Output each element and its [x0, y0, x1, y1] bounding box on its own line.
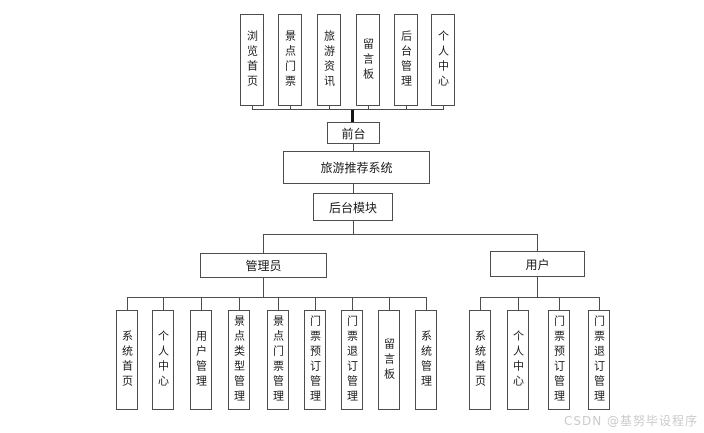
connector — [252, 106, 253, 110]
connector — [290, 106, 291, 110]
node-admin-personal-center: 个人中心 — [152, 310, 174, 410]
connector — [537, 277, 538, 298]
node-label: 浏览首页 — [245, 30, 259, 90]
connector — [163, 298, 164, 310]
connector — [406, 106, 407, 110]
node-label: 留言板 — [382, 337, 396, 383]
node-admin-system-manage: 系统管理 — [415, 310, 437, 410]
connector — [239, 298, 240, 310]
connector — [518, 298, 519, 310]
connector — [278, 298, 279, 310]
connector — [426, 298, 427, 310]
node-label: 门票预订管理 — [308, 315, 322, 405]
connector — [368, 106, 369, 110]
connector — [315, 298, 316, 310]
connector — [329, 106, 330, 110]
node-admin-ticket-cancel-manage: 门票退订管理 — [341, 310, 363, 410]
node-label: 个人中心 — [156, 330, 170, 390]
node-user-ticket-booking-manage: 门票预订管理 — [548, 310, 570, 410]
connector — [351, 110, 354, 122]
node-label: 景点类型管理 — [232, 315, 246, 405]
connector — [599, 298, 600, 310]
connector — [480, 298, 481, 310]
connector — [353, 221, 354, 234]
connector — [352, 298, 353, 310]
node-root-system: 旅游推荐系统 — [283, 151, 430, 184]
node-message-board: 留言板 — [356, 14, 380, 106]
node-admin: 管理员 — [200, 253, 327, 278]
node-browse-home: 浏览首页 — [240, 14, 264, 106]
connector — [263, 278, 264, 298]
connector — [389, 298, 390, 310]
node-admin-user-manage: 用户管理 — [190, 310, 212, 410]
node-label: 前台 — [341, 126, 366, 141]
node-label: 个人中心 — [436, 30, 450, 90]
node-label: 个人中心 — [511, 330, 525, 390]
connector — [127, 298, 128, 310]
connector-bus — [263, 234, 538, 235]
node-scenic-tickets: 景点门票 — [278, 14, 302, 106]
node-label: 后台管理 — [399, 30, 413, 90]
node-admin-scenic-ticket-manage: 景点门票管理 — [267, 310, 289, 410]
node-user-ticket-cancel-manage: 门票退订管理 — [588, 310, 610, 410]
node-label: 门票预订管理 — [552, 315, 566, 405]
connector-bus — [127, 297, 427, 298]
node-front: 前台 — [327, 122, 380, 144]
connector — [263, 235, 264, 253]
node-label: 用户管理 — [194, 330, 208, 390]
node-travel-info: 旅游资讯 — [317, 14, 341, 106]
connector-bus — [252, 109, 444, 110]
node-label: 留言板 — [361, 37, 375, 83]
node-label: 系统管理 — [419, 330, 433, 390]
node-admin-message-board: 留言板 — [378, 310, 400, 410]
connector — [559, 298, 560, 310]
node-admin-home: 系统首页 — [116, 310, 138, 410]
node-label: 门票退订管理 — [345, 315, 359, 405]
connector — [353, 144, 354, 151]
node-label: 管理员 — [245, 259, 282, 273]
node-label: 系统首页 — [120, 330, 134, 390]
node-backend-module: 后台模块 — [313, 193, 393, 221]
node-label: 旅游推荐系统 — [320, 161, 393, 175]
node-personal-center: 个人中心 — [431, 14, 455, 106]
node-label: 后台模块 — [328, 200, 377, 215]
node-label: 系统首页 — [473, 330, 487, 390]
connector — [201, 298, 202, 310]
node-label: 用户 — [525, 257, 550, 272]
node-user-home: 系统首页 — [469, 310, 491, 410]
node-label: 景点门票管理 — [271, 315, 285, 405]
connector — [353, 184, 354, 193]
node-label: 门票退订管理 — [592, 315, 606, 405]
node-user-personal-center: 个人中心 — [507, 310, 529, 410]
node-label: 景点门票 — [283, 30, 297, 90]
connector — [537, 235, 538, 251]
connector — [443, 106, 444, 110]
node-backend-manage: 后台管理 — [394, 14, 418, 106]
connector-bus — [480, 297, 600, 298]
node-admin-ticket-booking-manage: 门票预订管理 — [304, 310, 326, 410]
node-label: 旅游资讯 — [322, 30, 336, 90]
watermark-text: CSDN @基努毕设程序 — [563, 414, 698, 428]
node-admin-scenic-type-manage: 景点类型管理 — [228, 310, 250, 410]
node-user: 用户 — [490, 251, 585, 277]
